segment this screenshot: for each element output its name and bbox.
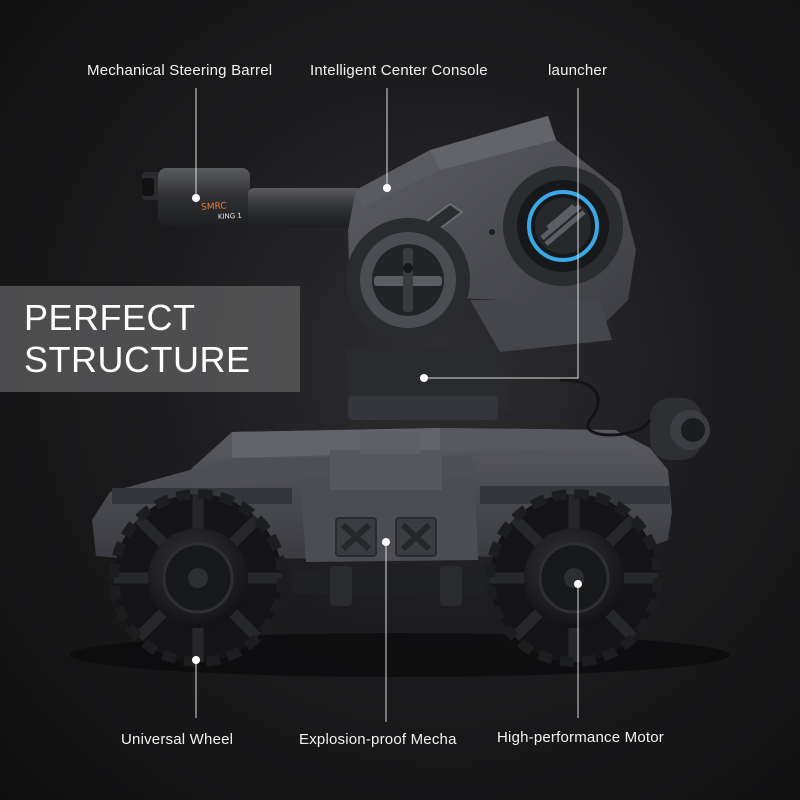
barrel-brand-name: SMRC — [201, 201, 227, 212]
banner-line-2: STRUCTURE — [24, 339, 251, 380]
center-console-dial — [346, 218, 470, 342]
turret-column — [346, 344, 510, 420]
label-universal-wheel: Universal Wheel — [121, 731, 234, 748]
dot-launcher — [420, 374, 428, 382]
barrel-brand-model: KING 1 — [218, 212, 242, 221]
wheel-right — [485, 489, 663, 667]
label-launcher: launcher — [548, 62, 608, 79]
perfect-structure-banner: PERFECT STRUCTURE — [0, 286, 300, 392]
launcher-disc — [503, 166, 623, 286]
dot-motor — [574, 580, 582, 588]
dot-universal-wheel — [192, 656, 200, 664]
steering-barrel — [142, 168, 362, 228]
label-explosion-proof: Explosion-proof Mecha — [299, 731, 457, 748]
label-steering-barrel: Mechanical Steering Barrel — [87, 62, 273, 79]
label-motor: High-performance Motor — [497, 729, 664, 746]
dot-center-console — [383, 184, 391, 192]
cable — [559, 378, 652, 437]
banner-line-1: PERFECT — [24, 297, 196, 338]
callout-dots — [192, 184, 582, 664]
wheel-left — [109, 489, 287, 667]
callout-lines — [195, 88, 579, 722]
dot-steering-barrel — [192, 194, 200, 202]
label-center-console: Intelligent Center Console — [310, 62, 488, 79]
dot-explosion-proof — [382, 538, 390, 546]
